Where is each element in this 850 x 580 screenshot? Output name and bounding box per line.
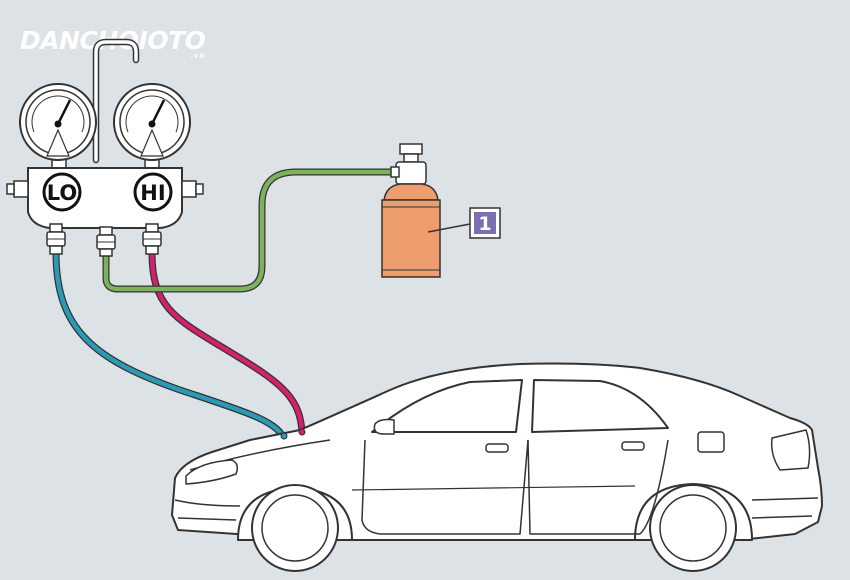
center-fitting [96, 226, 116, 257]
refrigerant-can [381, 143, 441, 278]
low-pressure-gauge [19, 83, 97, 161]
watermark-suffix: .VN [190, 53, 206, 60]
high-pressure-gauge [113, 83, 191, 161]
manifold-gauge-set: LO HI [6, 38, 204, 257]
high-service-port [298, 428, 306, 436]
low-side-label: LO [47, 181, 78, 205]
side-mirror [373, 418, 395, 435]
callout-leader-line [427, 223, 471, 233]
low-service-port [280, 432, 288, 440]
front-door-handle [485, 443, 509, 453]
front-wheel [251, 484, 339, 572]
tail-light [770, 429, 811, 471]
low-side-valve-knob [6, 180, 29, 198]
high-side-label: HI [140, 181, 165, 205]
charging-hose [102, 168, 404, 293]
high-side-fitting [142, 223, 162, 255]
rear-window [531, 379, 669, 433]
rear-wheel [649, 484, 737, 572]
low-pressure-hose [52, 249, 287, 441]
fuel-door [697, 431, 725, 453]
callout-number: 1 [478, 213, 491, 235]
car-illustration [171, 362, 823, 572]
high-side-valve-knob [181, 180, 204, 198]
callout-marker-1: 1 [469, 207, 501, 239]
low-side-fitting [46, 223, 66, 255]
headlight [185, 459, 239, 485]
rear-door-handle [621, 441, 645, 451]
